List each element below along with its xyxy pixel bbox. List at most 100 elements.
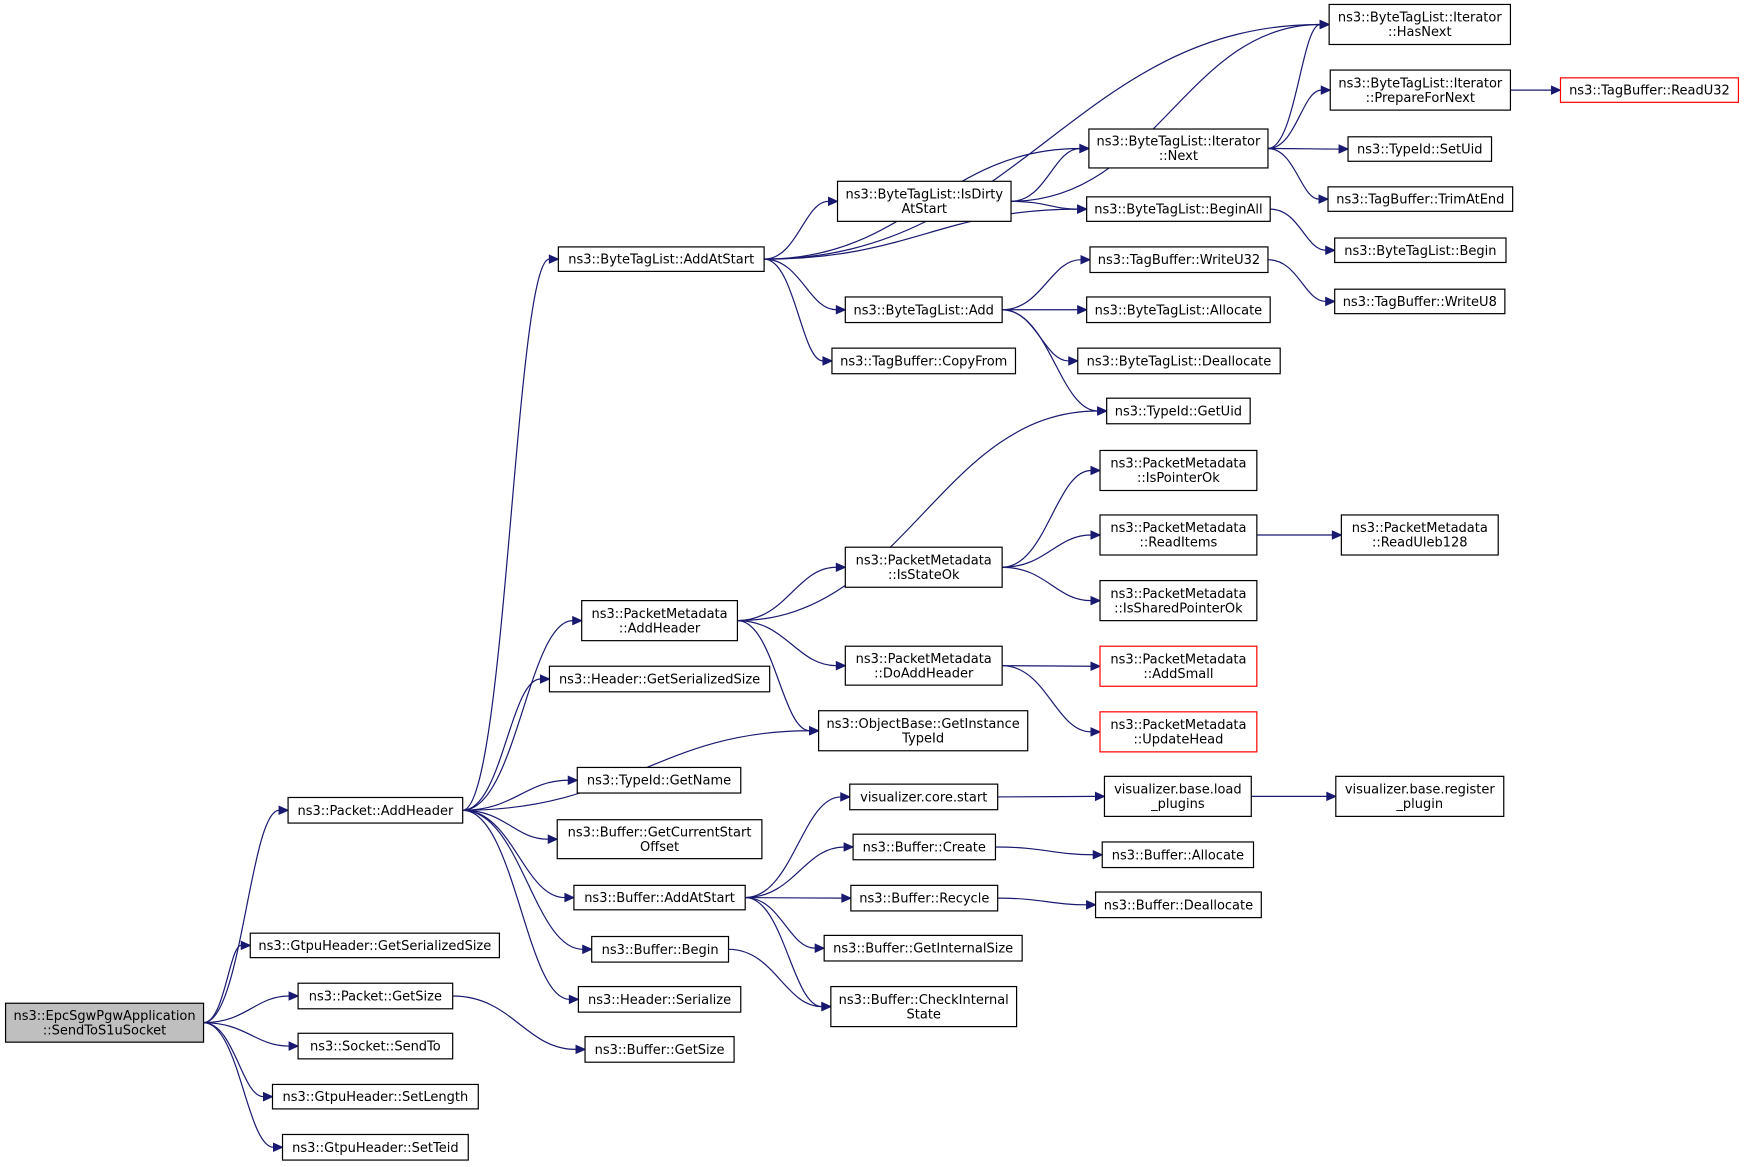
call-edge-pkt_addheader-to-btl_addatstart [462,254,560,811]
call-edge-buf_addatstart-to-buf_create [745,842,855,899]
node-pm_readuleb[interactable]: ns3::PacketMetadata::ReadUleb128 [1340,514,1499,556]
node-box [1086,196,1271,222]
node-buf_getinternal[interactable]: ns3::Buffer::GetInternalSize [823,934,1023,962]
node-box [1099,514,1258,556]
node-label: ns3::GtpuHeader::GetSerializedSize [258,939,491,954]
node-btl_deallocate[interactable]: ns3::ByteTagList::Deallocate [1077,347,1281,375]
node-pm_addsmall[interactable]: ns3::PacketMetadata::AddSmall [1099,645,1258,687]
node-btli_hasnext[interactable]: ns3::ByteTagList::Iterator::HasNext [1328,3,1512,46]
node-tb_trimatend[interactable]: ns3::TagBuffer::TrimAtEnd [1327,186,1514,212]
node-label: ns3::Buffer::Create [863,840,986,855]
node-buf_allocate[interactable]: ns3::Buffer::Allocate [1101,841,1255,869]
node-viz_register[interactable]: visualizer.base.register_plugin [1335,775,1505,817]
node-box [4,1002,205,1043]
node-label: ns3::ByteTagList::AddAtStart [568,253,754,268]
node-label: ns3::ByteTagList::BeginAll [1094,203,1262,218]
node-btl_allocate[interactable]: ns3::ByteTagList::Allocate [1086,296,1271,324]
node-box [1347,136,1493,162]
node-box [1103,775,1252,817]
node-viz_load[interactable]: visualizer.base.load_plugins [1103,775,1252,817]
node-gtpu_setlen[interactable]: ns3::GtpuHeader::SetLength [271,1083,479,1110]
node-pm_addheader[interactable]: ns3::PacketMetadata::AddHeader [581,600,739,642]
call-edge-viz_core_start-to-viz_load [997,791,1106,802]
node-buf_deallocate[interactable]: ns3::Buffer::Deallocate [1094,891,1262,919]
call-edge-btl_addatstart-to-btl_isdirty [764,196,839,260]
node-pm_issharedptr[interactable]: ns3::PacketMetadata::IsSharedPointerOk [1099,579,1258,622]
node-buf_create[interactable]: ns3::Buffer::Create [852,833,997,861]
node-tid_setuid[interactable]: ns3::TypeId::SetUid [1347,136,1493,162]
node-gtpu_getser[interactable]: ns3::GtpuHeader::GetSerializedSize [249,932,500,959]
node-label: ns3::ByteTagList::Iterator [1338,11,1503,26]
node-tb_writeu8[interactable]: ns3::TagBuffer::WriteU8 [1334,288,1506,315]
call-edge-pm_addheader-to-ob_getinst [737,620,820,736]
node-box [548,665,771,693]
node-label: ns3::Buffer::GetSize [595,1043,725,1058]
node-label: ns3::Header::GetSerializedSize [559,673,760,688]
node-label: ::UpdateHead [1134,733,1224,748]
node-box [844,645,1003,686]
node-box [1327,186,1514,212]
node-box [1077,347,1281,375]
node-box [557,246,765,272]
node-pm_readitems[interactable]: ns3::PacketMetadata::ReadItems [1099,514,1258,556]
node-pkt_getsize[interactable]: ns3::Packet::GetSize [297,982,454,1010]
node-label: ns3::PacketMetadata [1110,521,1246,536]
node-btli_next[interactable]: ns3::ByteTagList::Iterator::Next [1088,128,1269,169]
node-pm_ispointerok[interactable]: ns3::PacketMetadata::IsPointerOk [1099,449,1258,492]
node-btl_add[interactable]: ns3::ByteTagList::Add [844,296,1003,324]
node-tid_getname[interactable]: ns3::TypeId::GetName [576,766,742,794]
node-label: ns3::PacketMetadata [1352,521,1488,536]
node-label: ns3::TagBuffer::CopyFrom [840,354,1007,369]
node-pm_doaddheader[interactable]: ns3::PacketMetadata::DoAddHeader [844,645,1003,686]
node-pm_isstateok[interactable]: ns3::PacketMetadata::IsStateOk [844,546,1003,588]
node-box [1099,579,1258,622]
node-gtpu_setteid[interactable]: ns3::GtpuHeader::SetTeid [281,1133,469,1161]
node-root[interactable]: ns3::EpcSgwPgwApplication::SendToS1uSock… [4,1002,205,1043]
node-buf_begin[interactable]: ns3::Buffer::Begin [591,935,730,963]
node-pm_updatehead[interactable]: ns3::PacketMetadata::UpdateHead [1099,711,1258,753]
node-box [576,766,742,794]
call-edge-pkt_addheader-to-hdr_serialize [462,809,580,1005]
node-buf_recycle[interactable]: ns3::Buffer::Recycle [850,884,999,912]
node-label: ::IsSharedPointerOk [1114,601,1243,616]
node-label: ::DoAddHeader [874,666,974,681]
node-btli_prepare[interactable]: ns3::ByteTagList::Iterator::PrepareForNe… [1329,69,1512,111]
call-edge-root-to-gtpu_setlen [203,1022,274,1102]
node-label: ns3::PacketMetadata [1110,718,1246,733]
node-label: ::SendToS1uSocket [43,1023,166,1038]
call-edge-btl_isdirty-to-btl_beginall [1011,200,1088,214]
node-label: visualizer.base.register [1345,783,1496,798]
call-edge-pm_isstateok-to-pm_readitems [1002,530,1102,568]
call-edge-root-to-pkt_addheader [203,805,290,1024]
node-label: ns3::TagBuffer::ReadU32 [1569,84,1730,99]
node-pkt_addheader[interactable]: ns3::Packet::AddHeader [287,796,464,824]
node-label: ::ReadUleb128 [1372,536,1468,551]
node-label: ns3::ByteTagList::Begin [1344,244,1496,259]
node-label: ns3::Buffer::GetCurrentStart [568,825,752,840]
node-viz_core_start[interactable]: visualizer.core.start [849,783,999,811]
node-hdr_serialize[interactable]: ns3::Header::Serialize [577,985,742,1013]
node-label: Offset [640,840,679,855]
node-label: ns3::TypeId::GetUid [1115,404,1242,419]
node-btl_begin[interactable]: ns3::ByteTagList::Begin [1334,237,1507,264]
node-hdr_getser[interactable]: ns3::Header::GetSerializedSize [548,665,771,693]
node-tb_copyfrom[interactable]: ns3::TagBuffer::CopyFrom [831,347,1017,375]
node-tb_writeu32[interactable]: ns3::TagBuffer::WriteU32 [1089,246,1269,274]
node-label: ns3::PacketMetadata [1110,652,1246,667]
node-label: ns3::GtpuHeader::SetLength [282,1090,468,1105]
node-btl_addatstart[interactable]: ns3::ByteTagList::AddAtStart [557,246,765,272]
node-buf_getsize[interactable]: ns3::Buffer::GetSize [584,1036,735,1063]
node-btl_beginall[interactable]: ns3::ByteTagList::BeginAll [1086,196,1271,222]
node-box [849,783,999,811]
call-edge-pm_addheader-to-pm_doaddheader [737,620,847,671]
node-sock_sendto[interactable]: ns3::Socket::SendTo [297,1032,454,1060]
node-tid_getuid[interactable]: ns3::TypeId::GetUid [1106,397,1251,425]
call-edge-pkt_addheader-to-pm_addheader [462,615,583,811]
node-tb_readu32[interactable]: ns3::TagBuffer::ReadU32 [1559,77,1740,103]
node-buf_addatstart[interactable]: ns3::Buffer::AddAtStart [573,884,746,911]
